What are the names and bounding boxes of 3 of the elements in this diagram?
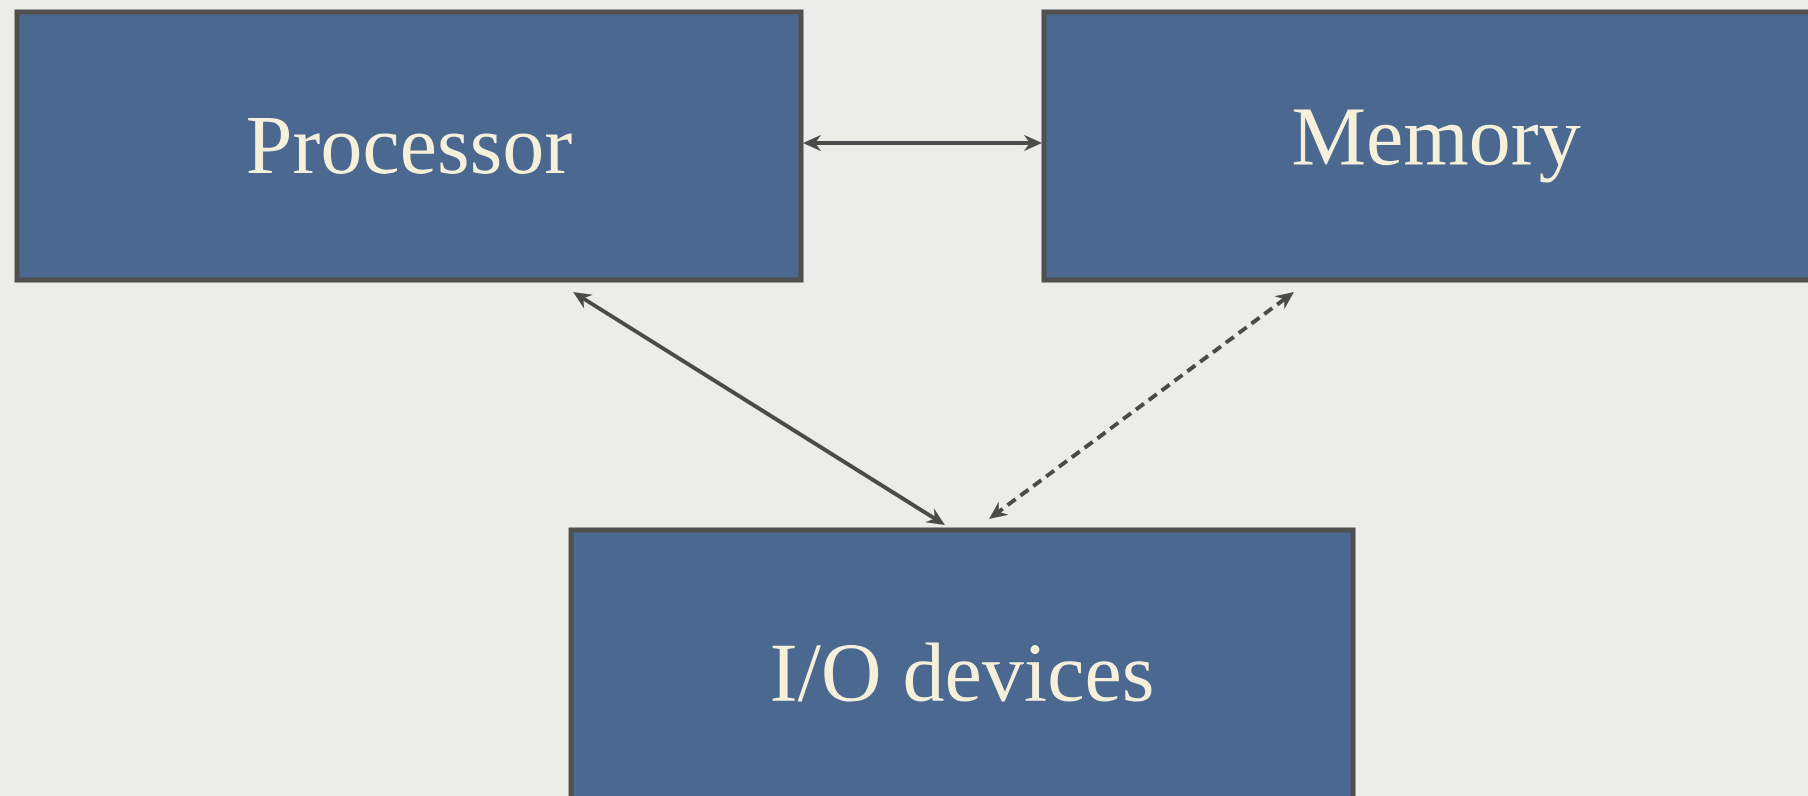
process-box: Memory [1041,9,1808,283]
process-box: Processor [14,9,804,283]
process-box: I/O devices [568,527,1356,796]
